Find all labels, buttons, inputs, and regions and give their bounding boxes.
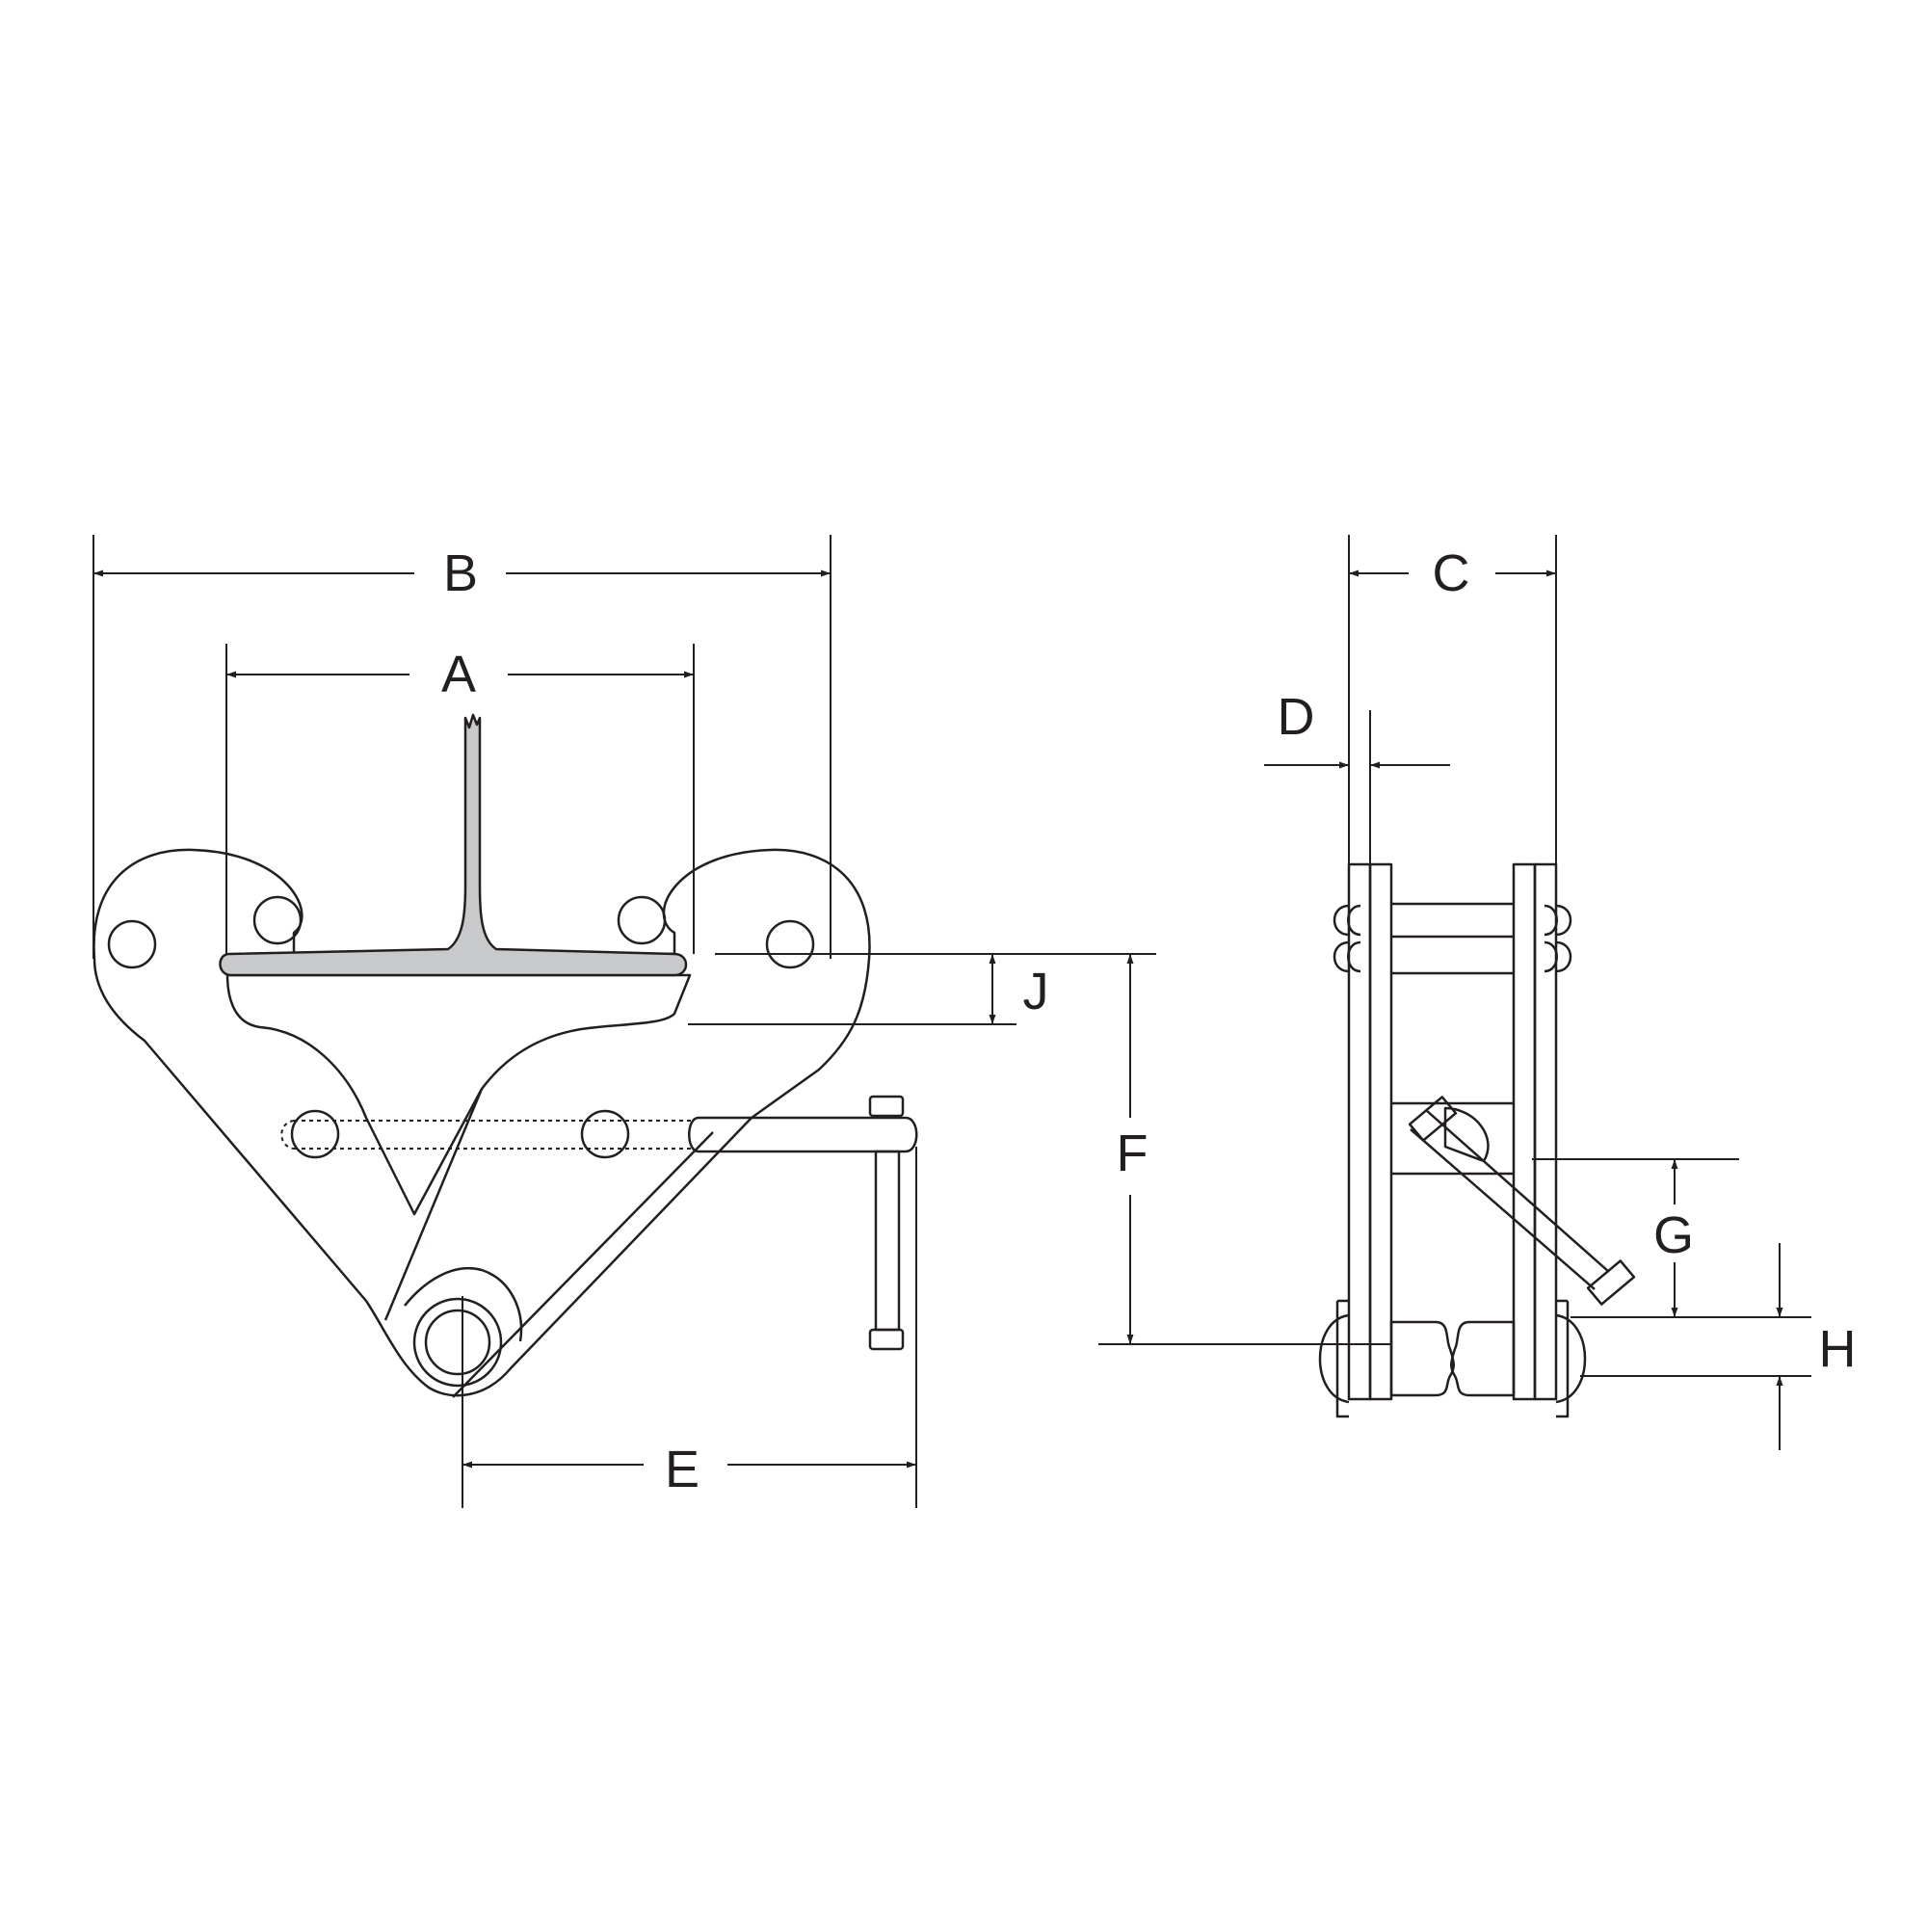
pin-head-right-1: [1555, 904, 1572, 937]
shackle-eye-inner: [424, 1309, 491, 1376]
pin-head-right-2: [1555, 940, 1572, 973]
clamp-body-outline: [92, 848, 871, 1397]
pin-head-right-2b: [1544, 940, 1558, 973]
label-A: A: [441, 646, 476, 703]
screw-nut-side: [1443, 1106, 1490, 1163]
side-plate-right-outer: [1533, 862, 1558, 1401]
side-dimensions: [1264, 535, 1811, 1450]
label-G: G: [1653, 1206, 1694, 1264]
beam-flange: [219, 713, 688, 977]
label-B: B: [443, 544, 478, 602]
hole-top-right-outer: [765, 919, 815, 969]
hole-top-right-inner: [617, 895, 667, 945]
label-D: D: [1278, 688, 1315, 746]
shackle-pin-head-right-b: [1556, 1299, 1570, 1418]
hole-top-left-inner: [252, 895, 303, 945]
front-arm: [383, 1088, 714, 1398]
pin-head-left-1: [1333, 904, 1350, 937]
jaw-opening: [225, 973, 692, 1216]
shackle-pin-side: [1389, 1320, 1516, 1397]
hole-top-left-outer: [107, 919, 157, 969]
tommy-bar-bottom-cap: [868, 1328, 905, 1351]
label-H: H: [1819, 1320, 1857, 1378]
label-C: C: [1433, 544, 1470, 602]
pin-head-right-1b: [1544, 904, 1558, 937]
shackle-pin-head-left-b: [1335, 1299, 1349, 1418]
screw-rod-side: [1410, 1109, 1610, 1290]
screw-end-cap-top: [1408, 1096, 1458, 1142]
front-dimensions: [92, 535, 1392, 1508]
tommy-bar: [874, 1150, 901, 1332]
side-view: [1318, 862, 1636, 1418]
tommy-bar-top-cap: [868, 1095, 905, 1118]
screw-rod-hidden: [280, 1120, 694, 1150]
label-J: J: [1023, 963, 1049, 1020]
label-E: E: [665, 1441, 700, 1498]
side-plate-left-inner: [1368, 862, 1393, 1401]
side-plate-right-inner: [1512, 862, 1537, 1401]
pivot-boss-outline: [404, 1267, 523, 1342]
shackle-eye-outer: [412, 1297, 503, 1388]
label-F: F: [1117, 1125, 1148, 1182]
screw-end-cap-bottom: [1586, 1259, 1636, 1306]
screw-handle-housing: [688, 1116, 918, 1153]
shackle-pin-head-left: [1318, 1313, 1350, 1404]
shackle-pin-head-right: [1555, 1313, 1587, 1404]
pin-head-left-2: [1333, 940, 1350, 973]
front-view: [92, 713, 918, 1398]
pin-head-left-2b: [1347, 940, 1361, 973]
hole-mid-left: [290, 1109, 340, 1159]
hole-mid-right: [580, 1109, 630, 1159]
pin-head-left-1b: [1347, 904, 1361, 937]
